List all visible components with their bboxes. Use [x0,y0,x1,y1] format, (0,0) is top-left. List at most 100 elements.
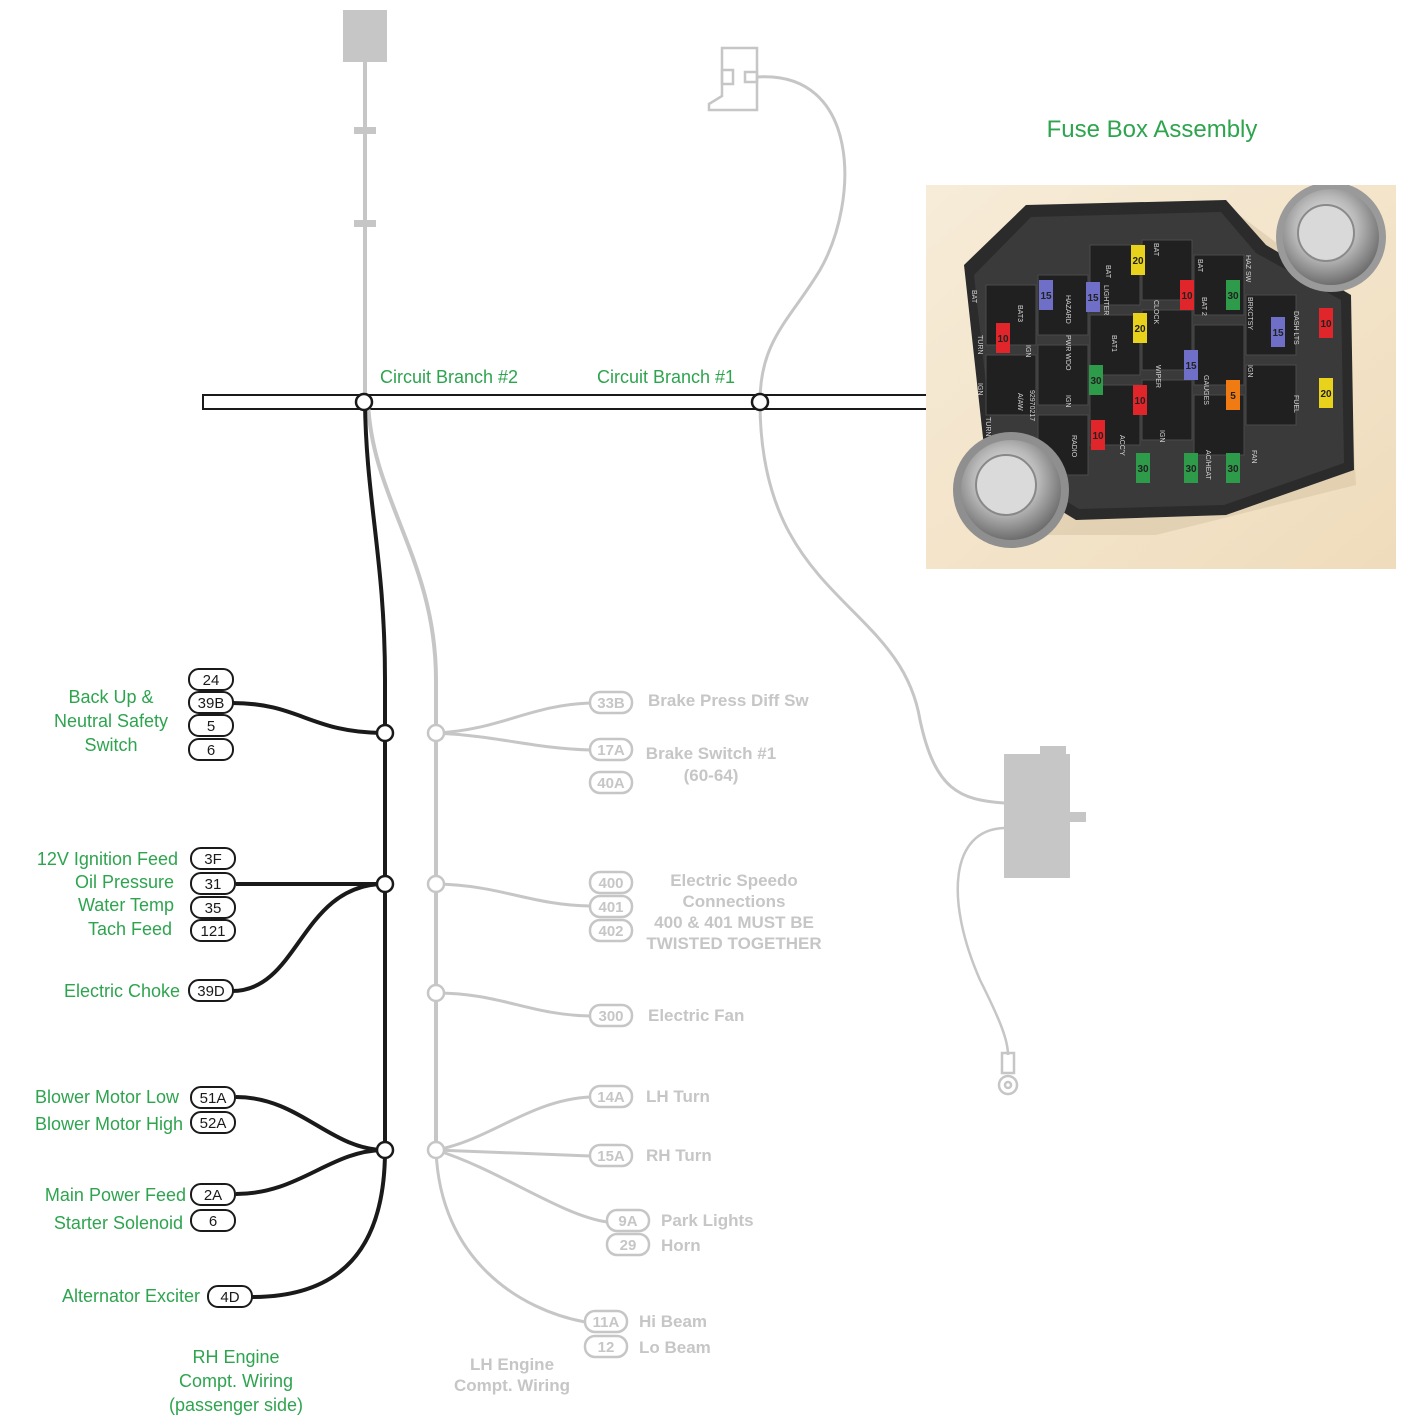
tag-402: 402 [598,923,623,940]
svg-text:30: 30 [1185,464,1197,475]
svg-text:HAZ SW: HAZ SW [1244,255,1251,283]
flasher-cap-top [1276,185,1386,292]
svg-text:GAUGES: GAUGES [1202,375,1209,405]
branch1-feed-wire [756,75,847,403]
trunk-clip-2 [354,220,376,227]
svg-text:10: 10 [1092,431,1104,442]
svg-text:HAZARD: HAZARD [1064,295,1071,324]
svg-text:BAT: BAT [1104,265,1111,279]
tag-2a: 2A [204,1187,222,1204]
branch1-label: Circuit Branch #1 [597,367,735,387]
trunk-clip-1 [354,127,376,134]
tag-121: 121 [200,923,225,940]
brake-switch-label: Brake Switch #1 [646,744,776,763]
svg-text:30: 30 [1137,464,1149,475]
tag-24: 24 [203,672,220,689]
svg-text:BAT: BAT [1152,243,1159,257]
brake-years-label: (60-64) [684,766,739,785]
svg-text:BAT3: BAT3 [1016,305,1023,322]
rh-group-line2: Compt. Wiring [179,1371,293,1391]
splice-nodes [354,392,770,1160]
svg-text:BAT 2: BAT 2 [1200,297,1207,316]
starter-label: Starter Solenoid [54,1213,183,1233]
main-power-label: Main Power Feed [45,1185,186,1205]
lh-turn-label: LH Turn [646,1087,710,1106]
svg-text:5: 5 [1230,391,1236,402]
tag-51a: 51A [200,1090,227,1107]
svg-text:30: 30 [1227,464,1239,475]
rh-trunk-wire [363,401,387,1150]
svg-text:15: 15 [1272,328,1284,339]
backup-label-line2: Neutral Safety [54,711,168,731]
fusebox-title: Fuse Box Assembly [1047,116,1258,143]
speedo-label-2: Connections [683,892,786,911]
lh-branch-wires [434,701,608,1324]
speedo-label-1: Electric Speedo [670,871,798,890]
svg-text:BRKCTSY: BRKCTSY [1246,297,1253,330]
tag-6-backup: 6 [207,742,215,759]
svg-text:20: 20 [1132,256,1144,267]
tag-400: 400 [598,875,623,892]
tag-401: 401 [598,899,623,916]
tag-4d: 4D [220,1289,239,1306]
svg-text:BAT1: BAT1 [1110,335,1117,352]
fuses: 15 15 20 10 30 10 15 20 30 15 10 10 5 20… [996,245,1333,483]
tag-35: 35 [205,900,222,917]
svg-text:15: 15 [1087,293,1099,304]
fusebox-labels: BAT BAT BAT BAT HAZ SW LIGHTER CLOCK BAT… [970,243,1299,481]
fusebox-photo: 15 15 20 10 30 10 15 20 30 15 10 10 5 20… [926,185,1396,569]
speedo-label-3: 400 & 401 MUST BE [654,913,814,932]
svg-text:92970217: 92970217 [1028,390,1035,421]
tag-12: 12 [598,1339,615,1356]
rh-turn-label: RH Turn [646,1146,712,1165]
brake-press-label: Brake Press Diff Sw [648,691,809,710]
svg-text:LIGHTER: LIGHTER [1102,285,1109,315]
tach-feed-label: Tach Feed [88,919,172,939]
flasher-cap-bottom [953,432,1069,548]
lo-beam-label: Lo Beam [639,1338,711,1357]
hi-beam-label: Hi Beam [639,1312,707,1331]
svg-text:CLOCK: CLOCK [1152,300,1159,324]
tag-39b: 39B [198,695,225,712]
backup-label-line1: Back Up & [68,687,153,707]
svg-text:30: 30 [1090,376,1102,387]
svg-text:IGN: IGN [976,383,983,395]
tag-3f: 3F [204,851,222,868]
top-connector [343,10,387,62]
branch1-wire [758,401,1005,805]
tag-29: 29 [620,1237,637,1254]
tag-17a: 17A [597,742,625,759]
blower-high-label: Blower Motor High [35,1114,183,1134]
tag-52a: 52A [200,1115,227,1132]
rh-branch-wires [231,701,387,1299]
tag-5: 5 [207,718,215,735]
svg-text:PWR WDO: PWR WDO [1064,335,1071,371]
svg-text:FAN: FAN [1250,450,1257,464]
tag-6-starter: 6 [209,1213,217,1230]
tag-11a: 11A [593,1314,620,1331]
speedo-label-4: TWISTED TOGETHER [646,934,821,953]
svg-text:IGN: IGN [1064,395,1071,407]
svg-text:IGN: IGN [1246,365,1253,377]
tag-300: 300 [598,1008,623,1025]
svg-text:WIPER: WIPER [1154,365,1161,388]
svg-text:10: 10 [1134,396,1146,407]
park-lights-label: Park Lights [661,1211,754,1230]
lh-trunk-wire [366,401,438,1150]
svg-text:ACC'Y: ACC'Y [1118,435,1125,456]
choke-label: Electric Choke [64,981,180,1001]
rh-group-line3: (passenger side) [169,1395,303,1415]
svg-text:BAT: BAT [970,290,977,304]
svg-text:IGN: IGN [1024,345,1031,357]
svg-text:10: 10 [1181,291,1193,302]
tag-31: 31 [205,876,222,893]
horn-label: Horn [661,1236,701,1255]
svg-text:FUEL: FUEL [1292,395,1299,413]
brake-switch-connector [707,46,759,112]
tag-14a: 14A [597,1089,625,1106]
svg-text:RADIO: RADIO [1070,435,1077,458]
harness-bus [202,394,929,410]
lh-tags [583,690,651,1359]
ground-wire [956,826,1010,1056]
tag-33b: 33B [597,695,625,712]
